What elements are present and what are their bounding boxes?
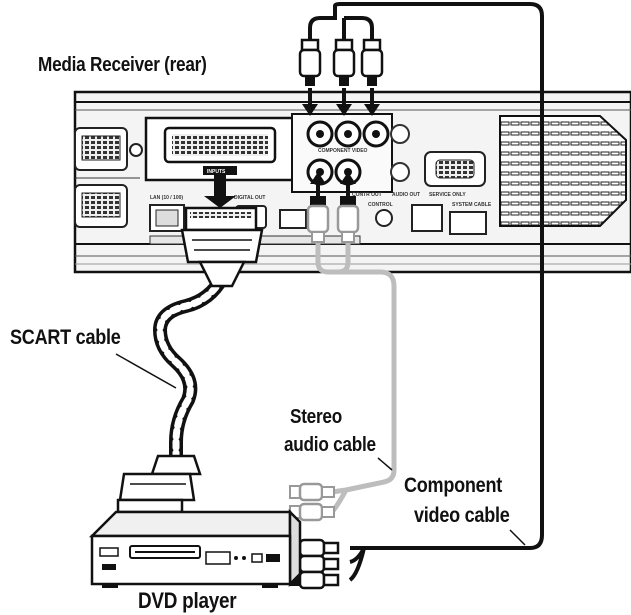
inputs-label: INPUTS — [207, 169, 226, 175]
component-label-line2: video cable — [414, 504, 510, 527]
stereo-label-line1: Stereo — [290, 406, 342, 428]
scart-plug-bottom — [116, 454, 202, 514]
contr-out-label: CONTR OUT — [352, 192, 382, 198]
control-label: CONTROL — [368, 202, 393, 208]
audio-out-label: AUDIO OUT — [392, 192, 420, 198]
audio-plugs-top — [306, 172, 360, 243]
media-receiver-label: Media Receiver (rear) — [38, 54, 207, 76]
left-scart-ports — [74, 127, 143, 228]
scart-cable — [115, 271, 229, 465]
component-plugs-top — [298, 38, 384, 116]
audio-plugs-dvd — [289, 482, 335, 522]
component-video-panel: COMPONENT VIDEO CONTR OUT AUDIO OUT — [291, 113, 420, 198]
service-only-label: SERVICE ONLY — [429, 192, 466, 198]
lan-label: LAN (10 / 100) — [150, 195, 183, 201]
dvd-player — [88, 508, 302, 588]
scart-cable-label: SCART cable — [10, 326, 121, 349]
system-cable-label: SYSTEM CABLE — [452, 202, 492, 208]
digital-out-label: DIGITAL OUT — [234, 195, 265, 201]
stereo-label-line2: audio cable — [284, 434, 376, 456]
component-label-line1: Component — [404, 474, 502, 497]
dvd-player-label: DVD player — [138, 588, 237, 613]
scart-plug-top — [180, 174, 264, 288]
component-video-label: COMPONENT VIDEO — [318, 148, 368, 154]
service-control-ports: SERVICE ONLY CONTROL SYSTEM CABLE — [368, 151, 492, 235]
vent-grille — [499, 115, 627, 227]
stereo-audio-cable — [315, 240, 397, 514]
scart-input-port: INPUTS — [144, 116, 296, 182]
component-video-cable — [308, 1, 544, 582]
